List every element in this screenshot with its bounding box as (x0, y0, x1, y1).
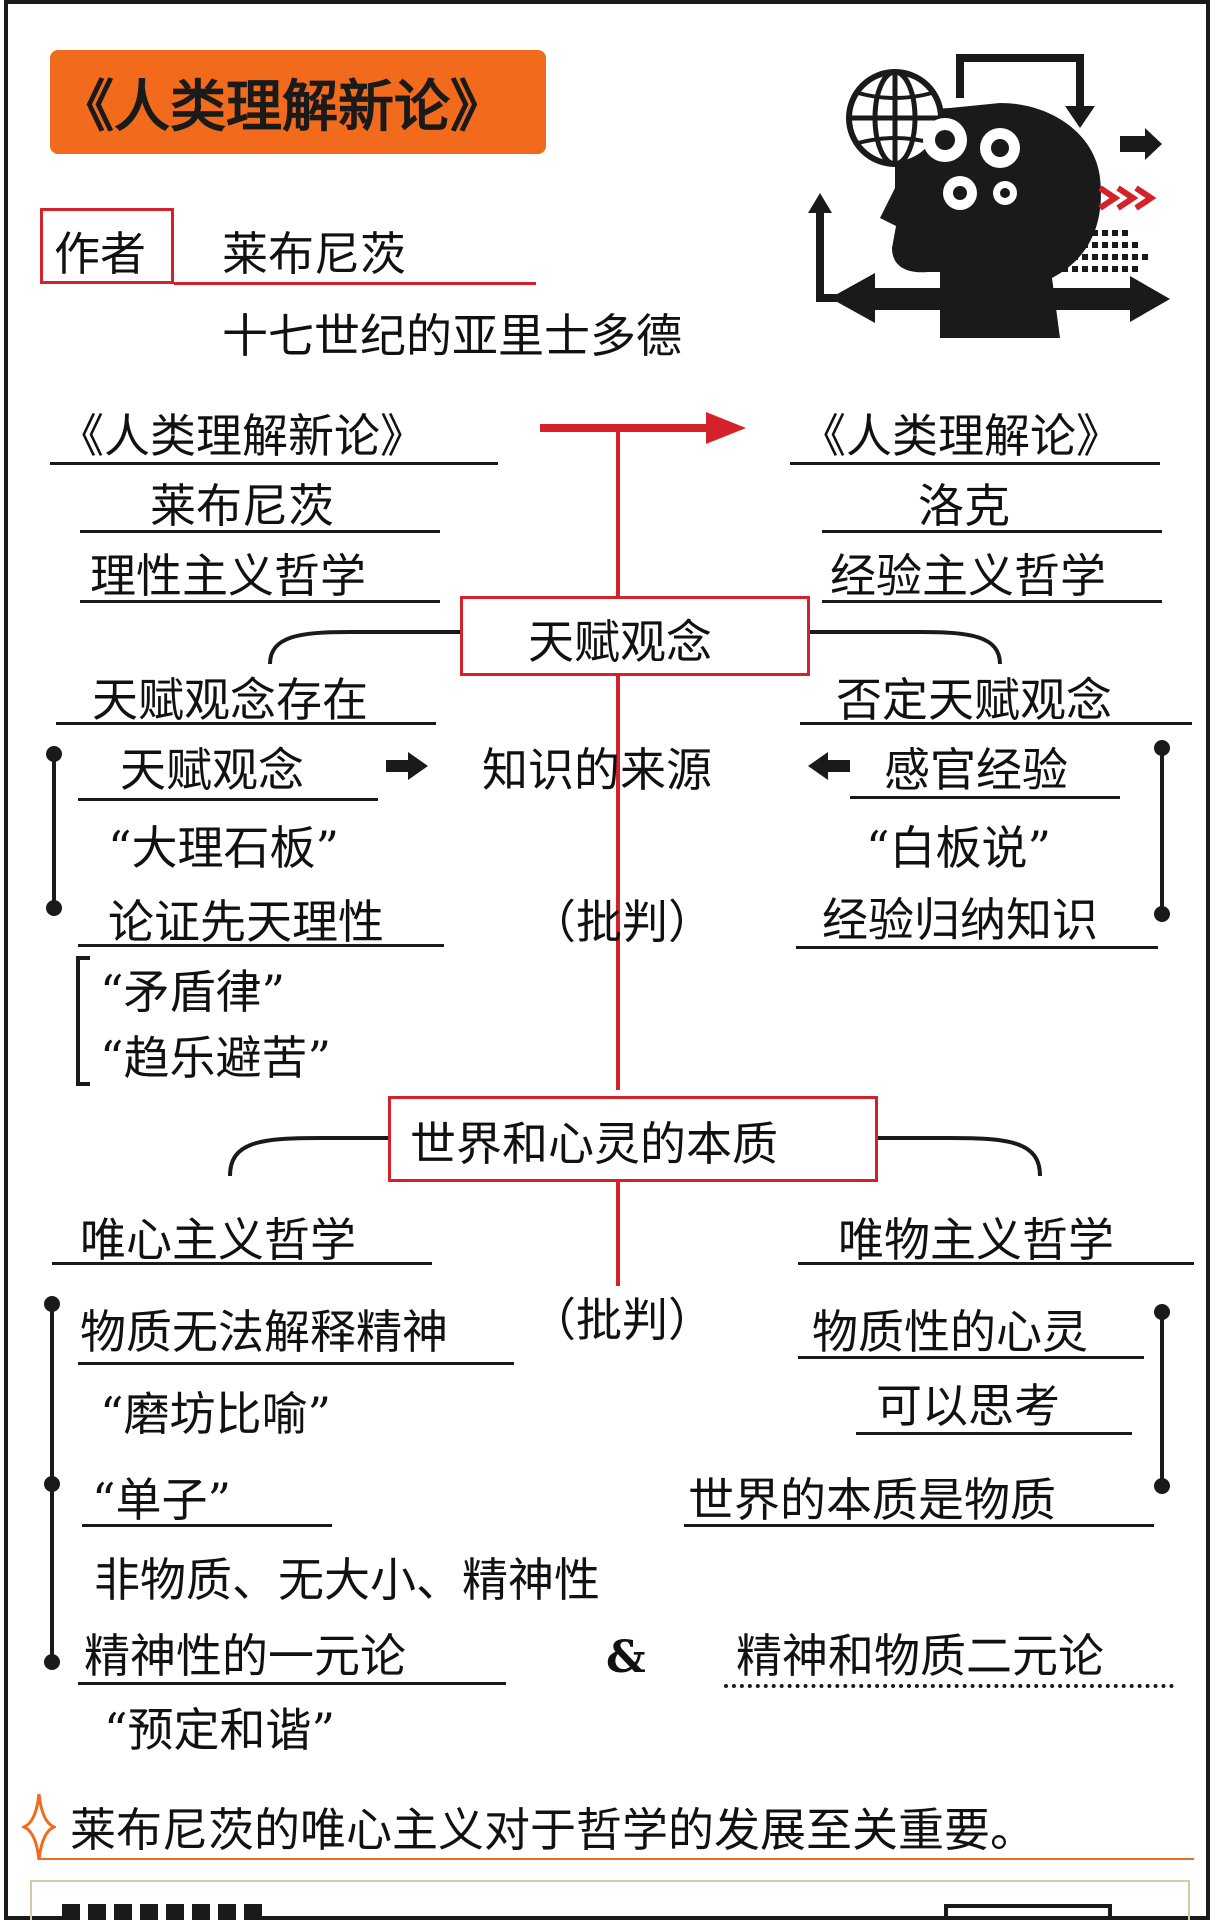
knowledge-critique: （批判） (530, 895, 714, 949)
bullet-dot (44, 1296, 60, 1312)
left-author-underline (80, 530, 440, 533)
knowledge-source-label: 知识的来源 (482, 743, 712, 797)
innate-ideas-box (460, 596, 810, 676)
nature-right-head-underline (798, 1262, 1194, 1265)
knowledge-right-item: 感官经验 (884, 743, 1068, 797)
knowledge-left-item: 论证先天理性 (108, 895, 384, 949)
knowledge-left-item-underline (78, 944, 444, 947)
right-book-underline (790, 462, 1160, 465)
nature-right-bracket (1160, 1310, 1164, 1486)
bullet-dot (46, 746, 62, 762)
knowledge-right-item: 经验归纳知识 (822, 893, 1098, 947)
nature-right-item-underline (856, 1432, 1132, 1435)
knowledge-right-item: “白板说” (866, 821, 1052, 875)
influence-arrow-line (540, 424, 710, 432)
footer-qr-fragment (62, 1904, 262, 1920)
bracket-top-2 (228, 1136, 1042, 1177)
nature-critique: （批判） (530, 1293, 714, 1347)
arrow-right-icon (386, 752, 428, 780)
world-mind-box (388, 1096, 878, 1182)
knowledge-left-bracket (52, 754, 56, 908)
nature-right-item: 可以思考 (876, 1379, 1060, 1433)
knowledge-left-item: 天赋观念 (120, 743, 304, 797)
central-spine-bottom (616, 1176, 620, 1286)
knowledge-right-item-underline (796, 946, 1158, 949)
bullet-dot (1154, 906, 1170, 922)
left-school-underline (80, 600, 440, 603)
knowledge-left-item: “趋乐避苦” (100, 1031, 332, 1085)
nature-right-item: 世界的本质是物质 (688, 1473, 1056, 1527)
author-name: 莱布尼茨 (222, 227, 406, 281)
head-gears-icon (808, 54, 1170, 338)
page-title: 《人类理解新论》 (58, 74, 506, 140)
knowledge-left-head: 天赋观念存在 (92, 673, 368, 727)
bullet-dot (46, 900, 62, 916)
world-mind-label: 世界和心灵的本质 (410, 1117, 778, 1171)
nature-right-head: 唯物主义哲学 (838, 1213, 1114, 1267)
arrow-left-icon (808, 752, 850, 780)
footer-badge-fragment (944, 1904, 1112, 1920)
left-book-title: 《人类理解新论》 (58, 409, 426, 463)
footer-strip (30, 1880, 1190, 1920)
sparkle-icon (22, 1793, 56, 1861)
nature-left-item: “磨坊比喻” (100, 1387, 332, 1441)
contradiction-bracket (76, 956, 90, 1086)
knowledge-right-bracket (1160, 746, 1164, 912)
dualism-underline (724, 1684, 1174, 1688)
ampersand: & (606, 1632, 646, 1683)
bullet-dot (44, 1476, 60, 1492)
bullet-dot (44, 1654, 60, 1670)
bullet-dot (1154, 1304, 1170, 1320)
nature-left-item: “预定和谐” (104, 1703, 336, 1757)
conclusion-text: 莱布尼茨的唯心主义对于哲学的发展至关重要。 (70, 1803, 1036, 1857)
right-book-title: 《人类理解论》 (800, 409, 1122, 463)
nature-left-item-underline (78, 1682, 506, 1685)
right-author-underline (822, 530, 1162, 533)
nature-left-item: “单子” (92, 1473, 232, 1527)
knowledge-left-head-underline (56, 722, 436, 725)
author-underline (174, 282, 536, 285)
innate-ideas-label: 天赋观念 (528, 615, 712, 669)
central-spine-top (616, 424, 620, 596)
knowledge-left-item: “大理石板” (108, 821, 340, 875)
influence-arrow-head-icon (706, 412, 746, 444)
conclusion-underline (40, 1858, 1194, 1860)
author-label-box (40, 208, 174, 284)
nature-left-item: 精神性的一元论 (84, 1629, 406, 1683)
nature-right-item: 物质性的心灵 (812, 1305, 1088, 1359)
bracket-top-1 (268, 630, 1002, 665)
title-banner (50, 50, 546, 154)
knowledge-left-item-underline (78, 798, 378, 801)
bullet-dot (1154, 1478, 1170, 1494)
bullet-dot (1154, 740, 1170, 756)
nature-left-item: 物质无法解释精神 (80, 1305, 448, 1359)
right-book-school: 经验主义哲学 (830, 549, 1106, 603)
nature-left-item: 非物质、无大小、精神性 (94, 1553, 600, 1607)
nature-left-head-underline (52, 1262, 432, 1265)
left-book-author: 莱布尼茨 (150, 479, 334, 533)
nature-right-item-underline (798, 1356, 1144, 1359)
knowledge-left-item: “矛盾律” (100, 965, 286, 1019)
right-school-underline (822, 600, 1162, 603)
nature-left-item-underline (78, 1362, 514, 1365)
author-epithet: 十七世纪的亚里士多德 (222, 309, 682, 363)
knowledge-right-head-underline (800, 722, 1192, 725)
nature-left-head: 唯心主义哲学 (80, 1213, 356, 1267)
nature-right-item-underline (684, 1524, 1154, 1527)
knowledge-right-head: 否定天赋观念 (836, 673, 1112, 727)
right-book-author: 洛克 (918, 479, 1010, 533)
dualism-label: 精神和物质二元论 (736, 1629, 1104, 1683)
nature-left-item-underline (82, 1524, 332, 1527)
author-label: 作者 (54, 227, 146, 281)
central-spine-mid (616, 670, 620, 1090)
left-book-school: 理性主义哲学 (90, 549, 366, 603)
left-book-underline (50, 462, 498, 465)
knowledge-right-item-underline (850, 796, 1120, 799)
